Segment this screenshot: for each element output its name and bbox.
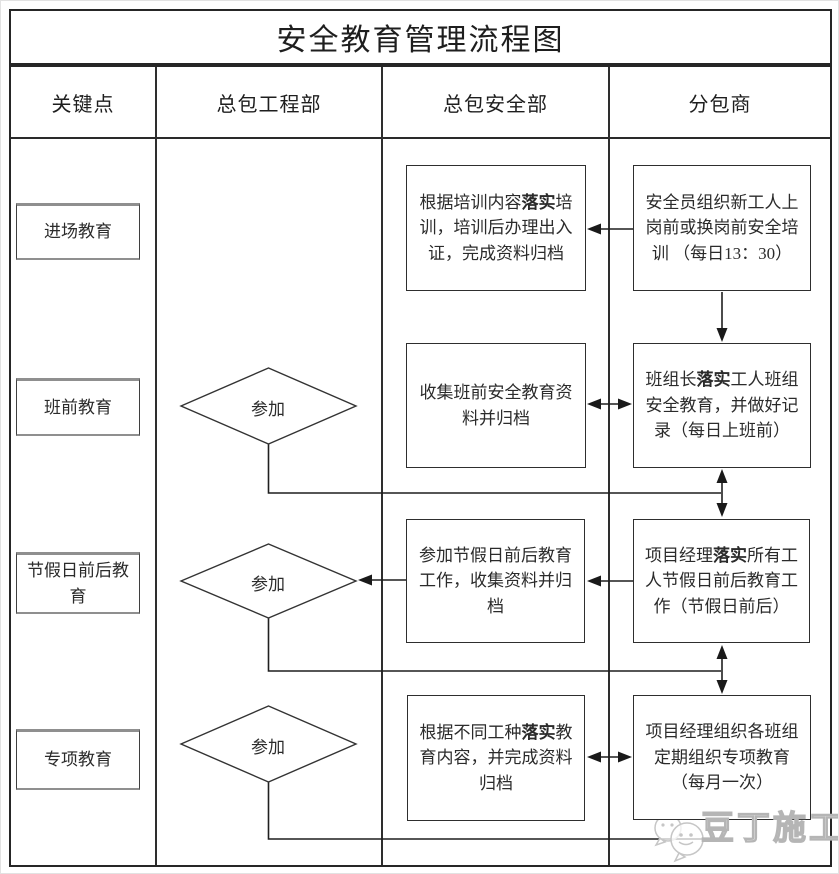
column-divider-2	[381, 67, 383, 865]
key-point-holiday-education: 节假日前后教育	[16, 552, 140, 614]
connector-row3-diamond-elbow	[267, 618, 721, 672]
title-divider	[9, 63, 832, 67]
subcontractor-row3-box: 项目经理落实所有工人节假日前后教育工作（节假日前后）	[633, 519, 810, 643]
column-header-gc-engineering: 总包工程部	[216, 93, 322, 116]
key-point-special-education: 专项教育	[16, 729, 140, 790]
safety-dept-row2-box: 收集班前安全教育资料并归档	[406, 343, 586, 468]
subcontractor-row1-box: 安全员组织新工人上岗前或换岗前安全培训 （每日13：30）	[633, 165, 811, 291]
safety-dept-row4-box: 根据不同工种落实教育内容，并完成资料归档	[407, 695, 585, 821]
watermark-logo	[654, 814, 704, 863]
participate-diamond-row3	[179, 543, 358, 619]
table-frame	[9, 9, 832, 867]
arrow-row1-sub-to-safety	[587, 223, 633, 235]
page-title: 安全教育管理流程图	[276, 24, 565, 57]
column-divider-1	[155, 67, 157, 865]
safety-dept-row3-box: 参加节假日前后教育工作，收集资料并归档	[406, 519, 585, 643]
column-header-gc-safety: 总包安全部	[443, 93, 548, 116]
arrow-row2-row3-double	[716, 469, 728, 517]
header-divider	[10, 137, 831, 139]
arrow-row1-down	[716, 292, 728, 342]
arrow-row3-row4-double	[716, 645, 728, 694]
column-divider-3	[608, 67, 610, 865]
arrow-row4-double	[587, 751, 632, 763]
participate-diamond-row2	[179, 367, 358, 445]
connector-row2-diamond-elbow	[267, 444, 721, 494]
key-point-preshift-education: 班前教育	[16, 378, 140, 436]
arrow-row3-safety-to-diamond	[358, 574, 406, 586]
connector-row4-diamond-elbow	[267, 782, 707, 840]
column-header-key-points: 关键点	[51, 93, 115, 116]
key-point-entry-education: 进场教育	[16, 203, 140, 260]
safety-dept-row1-box: 根据培训内容落实培训，培训后办理出入证，完成资料归档	[406, 165, 586, 291]
participate-diamond-row4	[179, 705, 358, 783]
subcontractor-row4-box: 项目经理组织各班组定期组织专项教育（每月一次）	[633, 695, 811, 820]
subcontractor-row2-box: 班组长落实工人班组安全教育，并做好记录（每日上班前）	[633, 343, 811, 468]
arrow-row2-double	[587, 398, 632, 410]
arrow-row3-sub-to-safety	[587, 575, 633, 587]
column-header-subcontractor: 分包商	[688, 93, 752, 116]
